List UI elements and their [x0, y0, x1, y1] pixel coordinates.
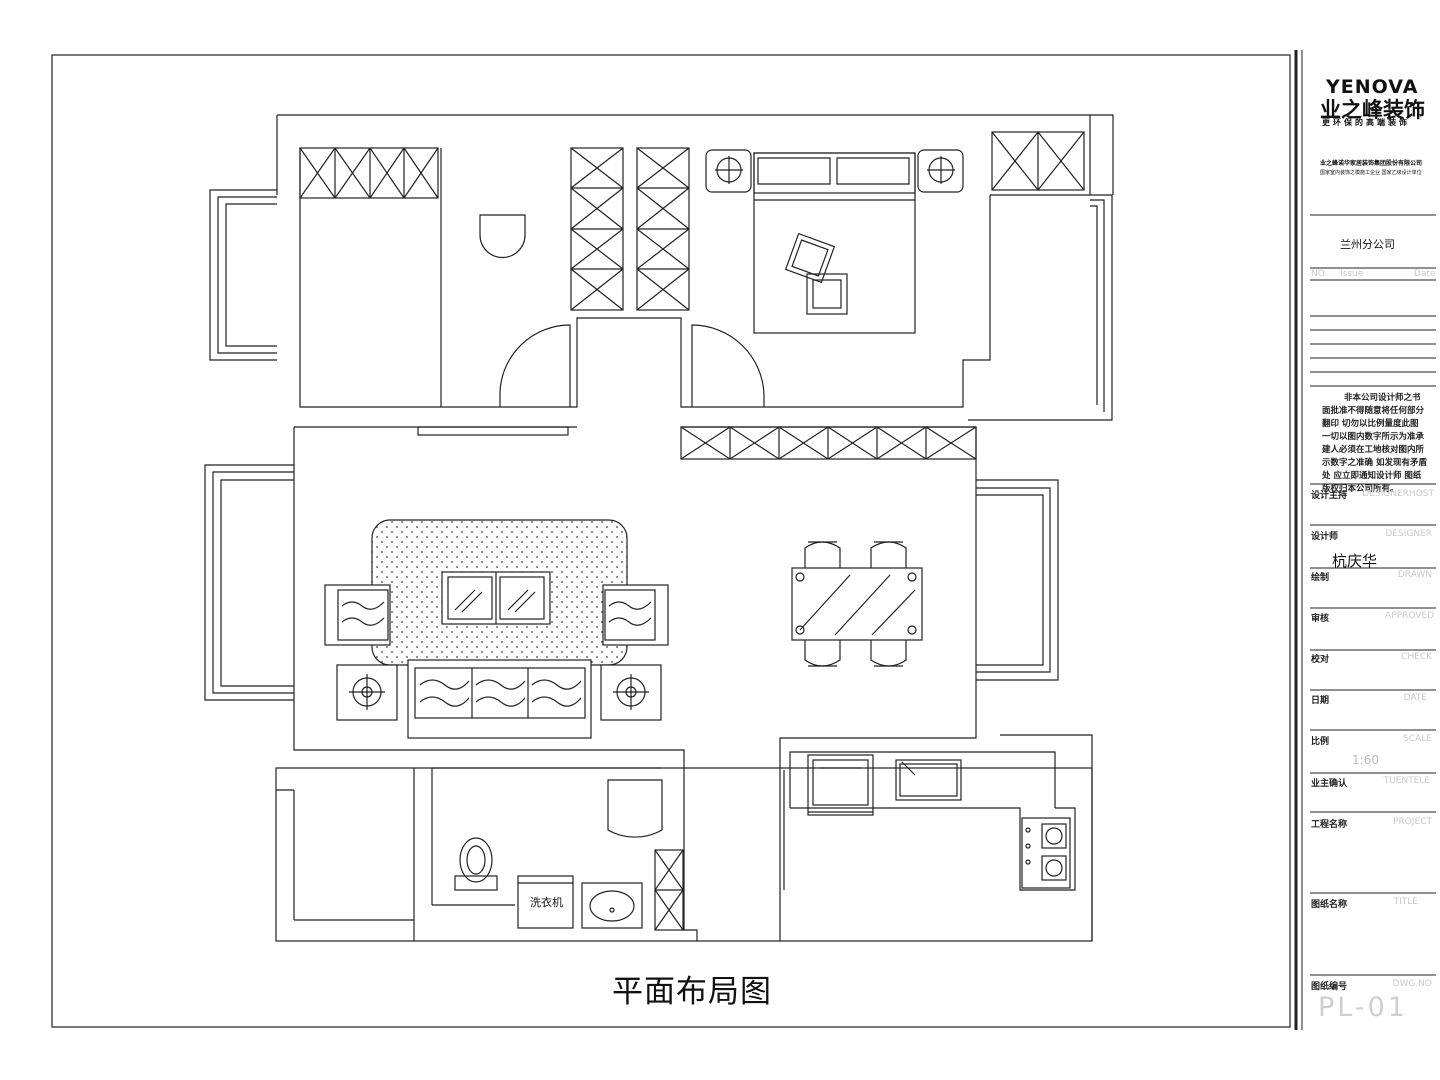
field-scale-value: 1:60 — [1352, 753, 1379, 767]
double-bed — [753, 152, 916, 334]
wash-basin — [581, 882, 643, 929]
issue-date-header: Date — [1414, 269, 1436, 279]
field-title-en: TITLE — [1393, 897, 1418, 907]
coffee-table — [441, 571, 551, 625]
field-date-en: DATE — [1403, 693, 1427, 703]
field-check-en: CHECK — [1401, 652, 1432, 662]
field-approved-en: APPROVED — [1385, 611, 1434, 621]
field-designer-en: DESIGNER — [1385, 529, 1432, 539]
field-owner-label: 业主确认 — [1311, 779, 1348, 789]
dining-chairs — [804, 541, 907, 667]
storage-column-2 — [636, 147, 690, 311]
nightstand-right — [917, 149, 964, 193]
field-scale-en: SCALE — [1403, 734, 1432, 744]
field-designer-host-en: DESIGNERHOST — [1362, 489, 1434, 499]
door-swing-2 — [691, 324, 765, 407]
washing-machine — [517, 875, 574, 929]
nightstand-left — [705, 149, 752, 193]
copyright-notice: 非本公司设计师之书面批准不得随意将任何部分翻印 切勿以比例量度此图 一切以图内数… — [1322, 393, 1427, 494]
gas-stove — [1021, 817, 1071, 889]
company-sub: 国家室内装饰之模施工企业 国家乙级设计单位 — [1320, 170, 1422, 176]
toilet — [454, 837, 498, 891]
field-designer-label: 设计师 — [1311, 532, 1339, 542]
brand-logo-en: YENOVA — [1326, 76, 1419, 98]
field-designer-host-label: 设计主持 — [1311, 491, 1348, 501]
field-approved-label: 审核 — [1311, 614, 1330, 624]
field-scale-label: 比例 — [1311, 737, 1330, 747]
sofa — [407, 659, 592, 739]
kitchen-sink — [895, 759, 962, 801]
field-date-label: 日期 — [1311, 696, 1330, 706]
balcony-left-mid — [204, 464, 294, 701]
fridge — [807, 754, 874, 816]
field-designer-value: 杭庆华 — [1332, 552, 1378, 570]
side-table-right — [600, 664, 662, 721]
side-table-left — [336, 664, 398, 721]
brand-logo-cn: 业之峰装饰 — [1320, 98, 1425, 122]
issue-issue-header: Issue — [1340, 269, 1364, 279]
issue-no-header: NO. — [1311, 269, 1328, 279]
brand-slogan: 更环保的高端装饰 — [1322, 118, 1410, 127]
wardrobe-right — [991, 131, 1085, 191]
drawing-title: 平面布局图 — [612, 974, 772, 1010]
armchair-right — [602, 584, 669, 646]
field-check-label: 校对 — [1311, 655, 1330, 665]
washer-label: 洗衣机 — [530, 896, 563, 909]
bath-cabinet — [654, 849, 684, 931]
balcony-right-mid — [976, 479, 1059, 681]
field-dwg-no-value: PL-01 — [1318, 992, 1408, 1023]
company-line: 业之峰诺华家居装饰集团股份有限公司 — [1320, 160, 1423, 167]
chair-icon — [479, 214, 526, 259]
storage-column-1 — [570, 147, 624, 311]
field-drawn-en: DRAWN — [1397, 570, 1432, 580]
field-drawn-label: 绘制 — [1311, 573, 1330, 583]
door-swing-1 — [499, 324, 571, 407]
field-project-en: PROJECT — [1393, 817, 1432, 827]
field-title-label: 图纸名称 — [1311, 900, 1348, 910]
window-strip — [417, 426, 569, 436]
dining-table — [791, 567, 923, 641]
balcony-right-top — [968, 194, 1113, 421]
wardrobe-left — [299, 147, 439, 199]
field-dwg-no-label: 图纸编号 — [1311, 982, 1348, 992]
bathroom-door-swing — [607, 779, 663, 838]
kitchen-counter — [789, 751, 1056, 808]
drawing-frame — [51, 54, 1291, 1028]
field-owner-en: TUENTELE — [1383, 776, 1430, 786]
field-dwg-no-en: DWG.NO — [1392, 979, 1432, 989]
armchair-left — [324, 584, 391, 646]
branch-name: 兰州分公司 — [1340, 238, 1395, 251]
balcony-left-top — [209, 189, 277, 361]
living-cabinet — [680, 426, 977, 460]
field-project-label: 工程名称 — [1311, 820, 1348, 830]
